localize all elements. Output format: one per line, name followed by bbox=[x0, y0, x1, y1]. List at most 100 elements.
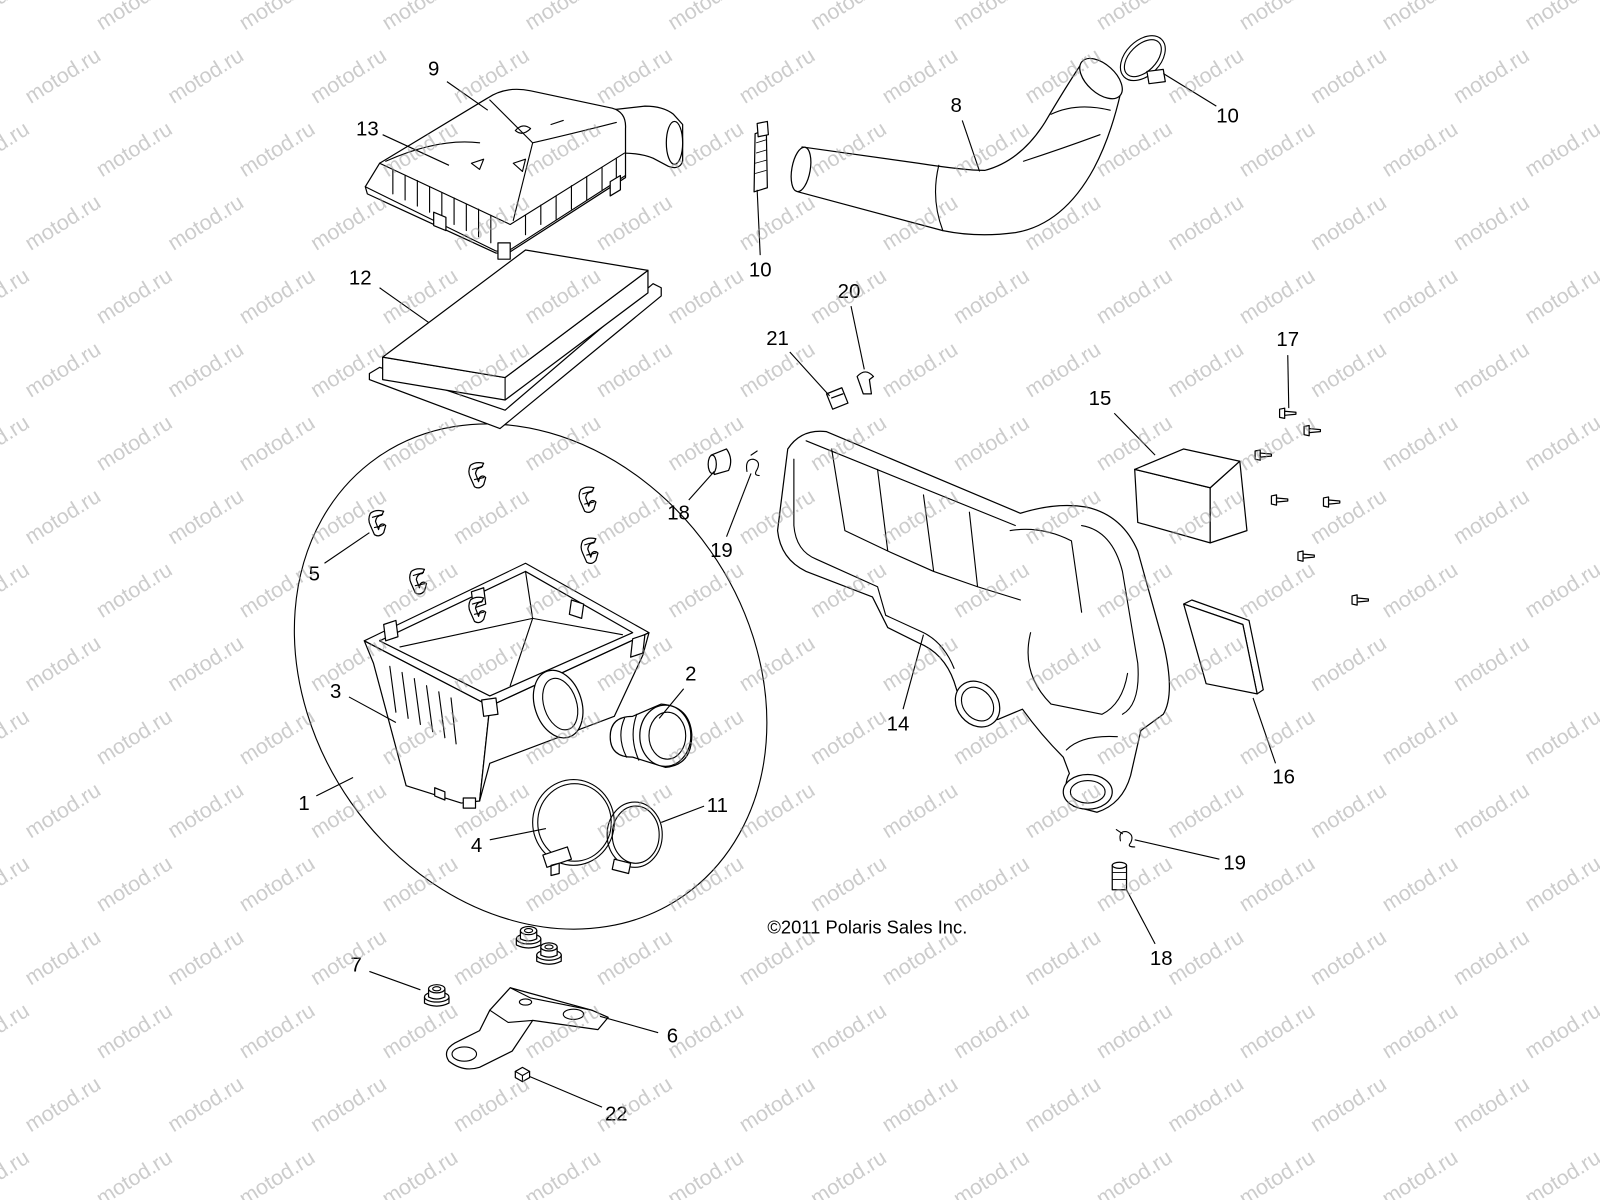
callout-14: 14 bbox=[887, 713, 910, 735]
watermark-text: motod.ru bbox=[1521, 117, 1600, 182]
watermark-text: motod.ru bbox=[163, 1072, 247, 1137]
callout-9: 9 bbox=[428, 58, 439, 80]
clamp-buckle bbox=[611, 858, 632, 875]
copyright-notice: ©2011 Polaris Sales Inc. bbox=[767, 917, 967, 938]
fitting-cylinder-lower-top bbox=[1111, 861, 1128, 869]
duct-opening-left bbox=[790, 146, 812, 193]
watermark-text: motod.ru bbox=[21, 337, 105, 402]
clamp-buckle bbox=[1146, 68, 1166, 85]
watermark-text: motod.ru bbox=[949, 264, 1033, 329]
bolt bbox=[514, 1066, 531, 1083]
callout-20: 20 bbox=[838, 281, 861, 303]
watermark-text: motod.ru bbox=[521, 411, 605, 476]
spring-clip bbox=[468, 461, 487, 489]
watermark-text: motod.ru bbox=[1092, 998, 1176, 1063]
watermark-text: motod.ru bbox=[592, 43, 676, 108]
grommets bbox=[423, 925, 562, 1007]
screw bbox=[1297, 550, 1315, 562]
watermark-text: motod.ru bbox=[1378, 998, 1462, 1063]
callout-13: 13 bbox=[356, 119, 379, 141]
watermark-text: motod.ru bbox=[735, 1072, 819, 1137]
watermark-text: motod.ru bbox=[806, 1145, 890, 1200]
callout-10-left: 10 bbox=[749, 259, 772, 281]
cover-latch-tabs bbox=[433, 174, 622, 260]
watermark-text: motod.ru bbox=[378, 851, 462, 916]
cover-top-marks bbox=[470, 119, 564, 172]
watermark-text: motod.ru bbox=[163, 925, 247, 990]
watermark-text: motod.ru bbox=[92, 998, 176, 1063]
bracket-hole bbox=[451, 1046, 478, 1062]
watermark-text: motod.ru bbox=[878, 1072, 962, 1137]
watermark-text: motod.ru bbox=[306, 925, 390, 990]
watermark-text: motod.ru bbox=[163, 484, 247, 549]
watermark-text: motod.ru bbox=[235, 1145, 319, 1200]
watermark-text: motod.ru bbox=[1306, 1072, 1390, 1137]
watermark-text: motod.ru bbox=[1449, 43, 1533, 108]
screws bbox=[1254, 407, 1369, 606]
spring-clip bbox=[580, 537, 599, 565]
leader-line-14 bbox=[902, 634, 925, 710]
watermark-text: motod.ru bbox=[1378, 0, 1462, 35]
watermark-text: motod.ru bbox=[92, 0, 176, 35]
watermark-text: motod.ru bbox=[1235, 998, 1319, 1063]
watermark-text: motod.ru bbox=[21, 43, 105, 108]
watermark-text: motod.ru bbox=[306, 1072, 390, 1137]
watermark-text: motod.ru bbox=[1378, 851, 1462, 916]
boot-opening-outer bbox=[639, 704, 692, 767]
callout-19-upper: 19 bbox=[710, 540, 733, 562]
watermark-text: motod.ru bbox=[1521, 557, 1600, 622]
watermark-text: motod.ru bbox=[1449, 1072, 1533, 1137]
watermark-text: motod.ru bbox=[449, 1072, 533, 1137]
watermark-text: motod.ru bbox=[92, 557, 176, 622]
foam-pad-face bbox=[1183, 603, 1258, 695]
watermark-text: motod.ru bbox=[1163, 925, 1247, 990]
callout-2: 2 bbox=[685, 663, 696, 685]
leader-line-1 bbox=[316, 777, 354, 797]
watermark-text: motod.ru bbox=[1163, 337, 1247, 402]
watermark-text: motod.ru bbox=[663, 411, 747, 476]
watermark-text: motod.ru bbox=[0, 411, 33, 476]
watermark-text: motod.ru bbox=[92, 264, 176, 329]
callout-6: 6 bbox=[667, 1026, 678, 1048]
watermark-text: motod.ru bbox=[1378, 704, 1462, 769]
leader-line-10-top bbox=[1162, 72, 1217, 107]
plenum-outlet-side-inner bbox=[960, 686, 995, 722]
watermark-text: motod.ru bbox=[1521, 0, 1600, 35]
watermark-text: motod.ru bbox=[1235, 0, 1319, 35]
leader-line-2 bbox=[658, 688, 685, 719]
watermark-text: motod.ru bbox=[163, 631, 247, 696]
air-box bbox=[363, 562, 650, 809]
watermark-text: motod.ru bbox=[1092, 1145, 1176, 1200]
duct-opening-top bbox=[1079, 57, 1123, 100]
clamp-band-inner bbox=[611, 805, 660, 864]
watermark-text: motod.ru bbox=[949, 0, 1033, 35]
watermark-text: motod.ru bbox=[1449, 631, 1533, 696]
leader-line-15 bbox=[1113, 412, 1156, 456]
watermark-text: motod.ru bbox=[378, 411, 462, 476]
watermark-text: motod.ru bbox=[1521, 851, 1600, 916]
watermark-text: motod.ru bbox=[806, 704, 890, 769]
watermark-text: motod.ru bbox=[592, 925, 676, 990]
watermark-text: motod.ru bbox=[235, 117, 319, 182]
clamp-band-outer bbox=[606, 801, 663, 868]
watermark-text: motod.ru bbox=[735, 631, 819, 696]
leader-line-19-upper bbox=[726, 473, 752, 537]
watermark-text: motod.ru bbox=[378, 1145, 462, 1200]
watermark-text: motod.ru bbox=[1521, 411, 1600, 476]
leader-line-7 bbox=[369, 970, 421, 991]
leader-line-20 bbox=[850, 306, 865, 370]
boot-opening-inner bbox=[648, 711, 687, 760]
callout-16: 16 bbox=[1272, 767, 1295, 789]
watermark-text: motod.ru bbox=[806, 998, 890, 1063]
watermark-text: motod.ru bbox=[1235, 557, 1319, 622]
leader-line-13 bbox=[382, 134, 450, 166]
airbox-bottom-tabs bbox=[434, 787, 477, 809]
watermark-text: motod.ru bbox=[1378, 1145, 1462, 1200]
air-filter bbox=[368, 249, 662, 430]
watermark-text: motod.ru bbox=[1449, 778, 1533, 843]
filter-top-face bbox=[382, 249, 649, 379]
watermark-text: motod.ru bbox=[1521, 264, 1600, 329]
bracket-hole bbox=[518, 998, 533, 1006]
watermark-text: motod.ru bbox=[1021, 925, 1105, 990]
